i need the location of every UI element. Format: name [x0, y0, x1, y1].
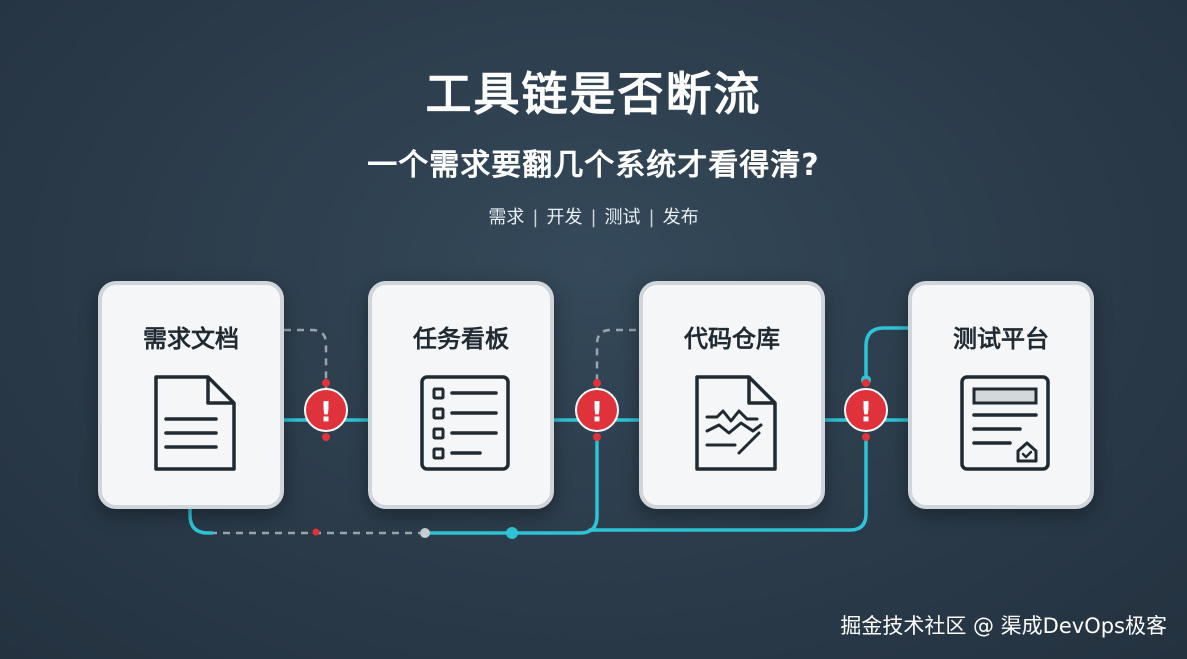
connector-dot-gray	[420, 528, 430, 538]
warning-badge-1: !	[304, 379, 348, 441]
test-report-icon	[960, 375, 1050, 471]
stage-testing: 测试	[604, 207, 641, 228]
connector-dot	[506, 527, 518, 539]
dashed-link-board-to-warning	[595, 328, 636, 392]
warning-badge-3: !	[844, 379, 888, 441]
stage-release: 发布	[662, 207, 699, 228]
dashed-link-doc-to-warning	[284, 328, 328, 392]
card-requirements-doc: 需求文档	[98, 281, 284, 509]
stage-separator: |	[532, 207, 539, 228]
warning-badge-2: !	[575, 379, 619, 441]
watermark: 掘金技术社区 @ 渠成DevOps极客	[840, 614, 1167, 638]
flow-line-bottom-doc	[188, 480, 214, 535]
checklist-icon	[420, 375, 510, 471]
connector-dot-red	[312, 528, 320, 536]
card-code-repository: 代码仓库	[639, 281, 825, 509]
warning-icon: !	[860, 395, 873, 428]
warning-icon: !	[320, 395, 333, 428]
card-label: 代码仓库	[684, 325, 780, 353]
stage-requirement: 需求	[488, 207, 525, 228]
warning-icon: !	[591, 395, 604, 428]
card-task-board: 任务看板	[368, 281, 554, 509]
stage-list: 需求 | 开发 | 测试 | 发布	[0, 203, 1187, 229]
subtitle: 一个需求要翻几个系统才看得清?	[367, 148, 820, 183]
code-file-icon	[695, 375, 777, 471]
card-label: 测试平台	[953, 325, 1049, 353]
flow-line-top-test	[864, 326, 910, 382]
stage-development: 开发	[546, 207, 583, 228]
card-test-platform: 测试平台	[908, 281, 1094, 509]
main-title: 工具链是否断流	[425, 67, 762, 121]
card-label: 需求文档	[143, 325, 239, 353]
document-icon	[154, 375, 236, 471]
flow-line-bottom-test	[588, 436, 868, 532]
stage-separator: |	[648, 207, 655, 228]
card-label: 任务看板	[413, 325, 509, 353]
stage-separator: |	[590, 207, 597, 228]
